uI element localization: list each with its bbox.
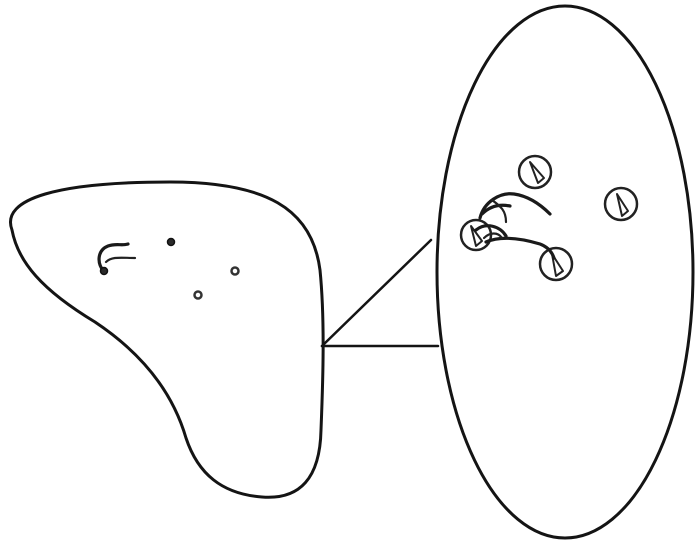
overview-squiggle-marker [99, 244, 135, 275]
inset-squiggle-cluster [476, 194, 554, 258]
overview-solid-dot [168, 239, 175, 246]
overview-region-outline [10, 182, 323, 497]
overview-ring-dot-bottom [195, 292, 202, 299]
inset-disc-top [519, 156, 551, 188]
leader-line-upper [322, 240, 431, 346]
inset-disc-bottom [540, 248, 572, 280]
overview-ring-dot-right [232, 268, 239, 275]
inset-disc-right [605, 188, 637, 220]
